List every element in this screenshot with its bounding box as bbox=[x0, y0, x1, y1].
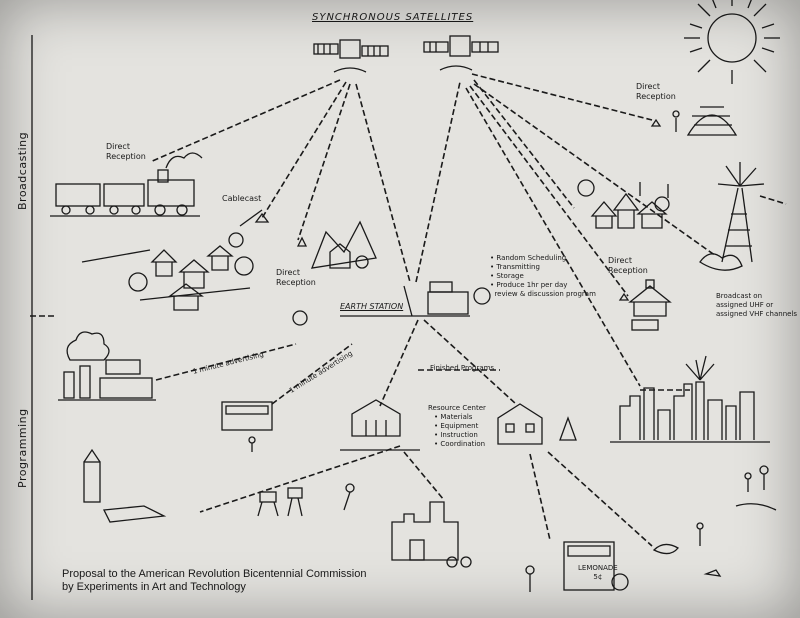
train-drawing bbox=[50, 152, 203, 217]
ray-sat-city bbox=[465, 87, 641, 387]
village-upper-right-drawing bbox=[577, 179, 670, 229]
broadcast-tower-drawing bbox=[699, 162, 765, 271]
resource-item: Equipment bbox=[434, 422, 486, 431]
sun-drawing bbox=[684, 0, 780, 84]
signal-lines bbox=[149, 73, 787, 547]
ray-factory-earth bbox=[155, 343, 297, 381]
school-bottom-drawing bbox=[391, 501, 472, 568]
schoolhouse-drawing bbox=[618, 279, 672, 331]
ray-earth-sat-b bbox=[415, 81, 461, 283]
ray-studio-outdoor bbox=[547, 451, 653, 547]
label-direct-reception-school: Direct Reception bbox=[608, 256, 648, 275]
caption: Proposal to the American Revolution Bice… bbox=[62, 568, 367, 593]
earth-station-task: Storage bbox=[490, 272, 596, 281]
earth-station-drawing bbox=[340, 281, 491, 317]
section-label-broadcasting: Broadcasting bbox=[16, 131, 29, 210]
ray-earth-studio bbox=[423, 319, 517, 405]
ray-sat-earth-a bbox=[355, 83, 411, 283]
ray-shop-earth bbox=[271, 343, 353, 405]
label-earth-station: EARTH STATION bbox=[340, 302, 404, 311]
lemonade-stand-drawing bbox=[525, 541, 629, 592]
town-left-drawing bbox=[81, 209, 308, 326]
earth-station-task: Transmitting bbox=[490, 263, 596, 272]
ray-sat-train bbox=[149, 79, 341, 163]
label-direct-reception-train: Direct Reception bbox=[106, 142, 146, 161]
outdoor-scene-drawing bbox=[652, 465, 777, 577]
ray-studio-lemonade bbox=[529, 453, 551, 541]
section-label-programming: Programming bbox=[16, 408, 29, 488]
ray-earth-resource bbox=[379, 319, 419, 407]
ray-sat-village bbox=[473, 79, 575, 209]
ray-sat-cablecast bbox=[261, 81, 347, 219]
camera-crew-drawing bbox=[83, 448, 355, 523]
ray-sat-school bbox=[469, 85, 629, 297]
resource-item: Coordination bbox=[434, 440, 486, 449]
city-skyline-drawing bbox=[610, 355, 770, 443]
earth-station-task: Produce 1hr per day review & discussion … bbox=[490, 281, 595, 299]
satellite-right bbox=[423, 35, 499, 71]
ray-sat-tower bbox=[473, 83, 717, 257]
diagram-title: SYNCHRONOUS SATELLITES bbox=[312, 12, 474, 23]
label-broadcast: Broadcast on assigned UHF or assigned VH… bbox=[716, 292, 798, 318]
resource-item: Instruction bbox=[434, 431, 486, 440]
ray-tower-sun bbox=[759, 195, 787, 205]
ray-resource-school bbox=[403, 451, 445, 501]
label-direct-reception-town: Direct Reception bbox=[276, 268, 316, 287]
label-cablecast: Cablecast bbox=[222, 194, 262, 203]
studio-drawing bbox=[497, 403, 577, 445]
label-lemonade: LEMONADE 5¢ bbox=[578, 564, 618, 581]
factory-drawing bbox=[58, 331, 156, 401]
resource-center-drawing bbox=[340, 399, 420, 451]
label-finished-programs: Finished Programs bbox=[430, 364, 495, 372]
label-direct-reception-igloo: Direct Reception bbox=[636, 82, 676, 101]
ray-sat-direct-left bbox=[297, 83, 351, 241]
resource-center-box: Resource Center Materials Equipment Inst… bbox=[428, 404, 486, 449]
ray-sat-igloo bbox=[471, 73, 653, 121]
resource-item: Materials bbox=[434, 413, 486, 422]
earth-station-task: Random Scheduling bbox=[490, 254, 596, 263]
earth-station-task-list: Random Scheduling Transmitting Storage P… bbox=[490, 254, 596, 299]
ray-resource-camera bbox=[199, 445, 401, 513]
shop-drawing bbox=[221, 401, 273, 452]
mountain-house-drawing bbox=[296, 220, 377, 269]
resource-center-title: Resource Center bbox=[428, 404, 486, 412]
satellite-left bbox=[313, 39, 389, 73]
igloo-drawing bbox=[650, 106, 738, 136]
